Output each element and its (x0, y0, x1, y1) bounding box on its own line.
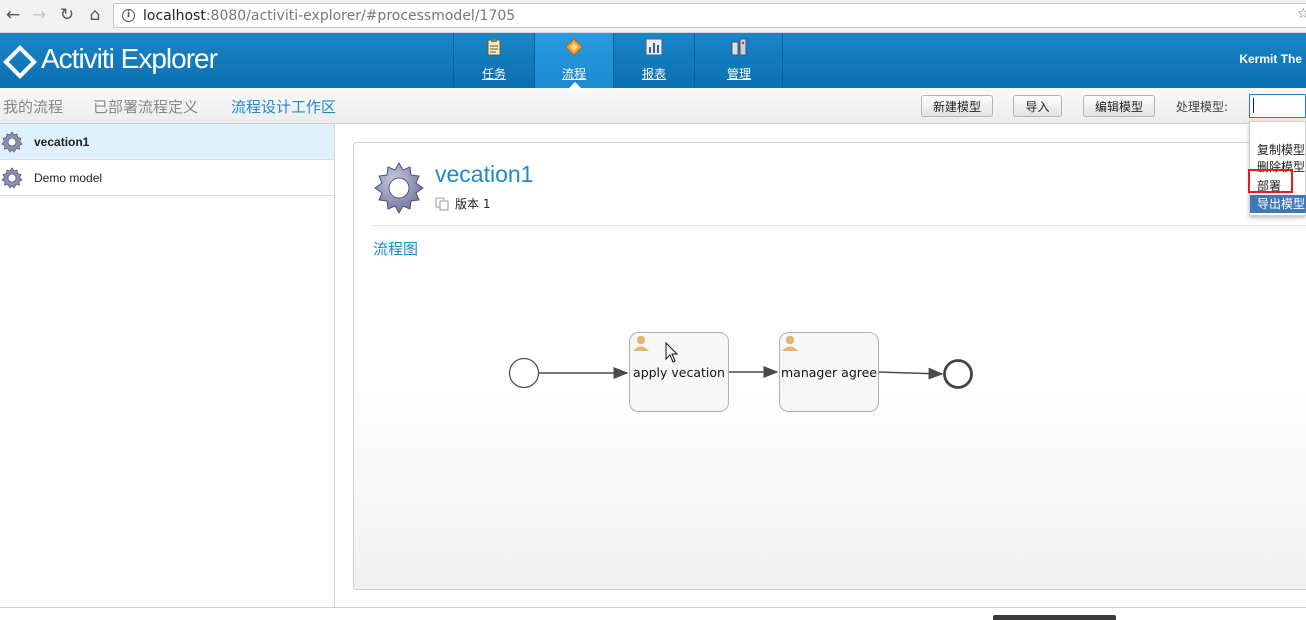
list-item[interactable]: Demo model (0, 160, 334, 196)
app-header: Activiti Explorer 任务 流程 报表 (0, 33, 1306, 88)
menu-item-copy-model[interactable]: 复制模型 (1257, 143, 1306, 157)
copy-icon (435, 197, 449, 210)
tab-separator (694, 33, 695, 88)
model-name: Demo model (34, 170, 103, 185)
logo-text: Activiti Explorer (41, 43, 218, 74)
app-logo: Activiti Explorer (3, 43, 218, 79)
user-icon (782, 335, 798, 351)
reload-icon[interactable]: ↻ (59, 5, 75, 25)
end-event[interactable] (943, 359, 973, 389)
model-name: vecation1 (34, 134, 90, 149)
home-icon[interactable]: ⌂ (89, 5, 101, 25)
highlight-box (1248, 169, 1293, 193)
taskbar-fragment (993, 615, 1116, 620)
new-model-button[interactable]: 新建模型 (921, 95, 993, 117)
link-my-processes[interactable]: 我的流程 (3, 98, 64, 116)
logo-diamond-icon (3, 45, 37, 79)
bookmark-star-icon[interactable]: ☆ (1297, 6, 1306, 22)
tab-process-label: 流程 (561, 67, 586, 81)
model-version: 版本 1 (435, 195, 490, 212)
info-icon[interactable]: i (122, 9, 135, 22)
task-label: manager agree (781, 365, 877, 380)
menu-item-export-model[interactable]: 导出模型 (1250, 195, 1306, 213)
menu-item-deploy[interactable]: 部署 (1257, 179, 1282, 193)
start-event[interactable] (508, 357, 540, 389)
version-label: 版本 1 (455, 197, 491, 211)
tab-tasks[interactable]: 任务 (454, 33, 534, 88)
process-model-select[interactable] (1249, 94, 1306, 118)
back-arrow-icon[interactable]: ← (5, 5, 21, 25)
divider (372, 225, 1306, 226)
tab-tasks-label: 任务 (481, 67, 506, 81)
gear-icon (1, 166, 23, 189)
tab-separator (782, 33, 783, 88)
task-clipboard-icon (487, 39, 501, 56)
gear-icon (1, 130, 23, 153)
diagram-label: 流程图 (373, 240, 419, 258)
import-button[interactable]: 导入 (1013, 95, 1062, 117)
gear-icon (374, 161, 424, 215)
link-deployed-definitions[interactable]: 已部署流程定义 (93, 98, 199, 116)
user-task-apply-vecation[interactable] (629, 332, 729, 412)
list-item[interactable]: vecation1 (0, 124, 334, 160)
forward-arrow-icon[interactable]: → (31, 5, 47, 25)
tab-separator (534, 33, 535, 88)
process-diamond-icon (565, 38, 583, 56)
tab-reports-label: 报表 (641, 67, 666, 81)
link-model-workspace[interactable]: 流程设计工作区 (231, 98, 337, 116)
process-diagram: apply vecation manager agree (508, 332, 973, 412)
sequence-flow[interactable] (878, 367, 944, 380)
user-name[interactable]: Kermit The (1239, 52, 1302, 66)
tab-manage-label: 管理 (726, 67, 751, 81)
model-title: vecation1 (435, 161, 534, 187)
model-list: vecation1 Demo model (0, 124, 335, 608)
text-cursor (1253, 98, 1254, 113)
report-chart-icon (645, 38, 663, 56)
user-task-manager-agree[interactable] (779, 332, 879, 412)
url-host: localhost (143, 7, 206, 24)
user-icon (633, 335, 649, 351)
tab-separator (613, 33, 614, 88)
tab-manage[interactable]: 管理 (699, 33, 779, 88)
mouse-cursor-icon (665, 341, 679, 363)
task-label: apply vecation (633, 365, 725, 380)
tab-process[interactable]: 流程 (535, 33, 613, 88)
address-bar[interactable]: i localhost:8080/activiti-explorer/#proc… (113, 3, 1306, 28)
active-tab-caret (569, 82, 581, 88)
manage-server-icon (731, 38, 747, 56)
process-model-label: 处理模型: (1176, 100, 1229, 114)
url-path: :8080/activiti-explorer/#processmodel/17… (205, 7, 516, 24)
sub-toolbar: 我的流程 已部署流程定义 流程设计工作区 新建模型 导入 编辑模型 处理模型: (0, 88, 1306, 124)
divider (0, 607, 1306, 608)
process-model-dropdown: 复制模型 删除模型 部署 导出模型 (1249, 121, 1306, 216)
browser-toolbar: ← → ↻ ⌂ i localhost:8080/activiti-explor… (0, 0, 1306, 33)
tab-separator (453, 33, 454, 88)
model-detail-panel: vecation1 版本 1 流程图 apply vecation manage (353, 142, 1306, 590)
edit-model-button[interactable]: 编辑模型 (1083, 95, 1155, 117)
tab-reports[interactable]: 报表 (614, 33, 694, 88)
